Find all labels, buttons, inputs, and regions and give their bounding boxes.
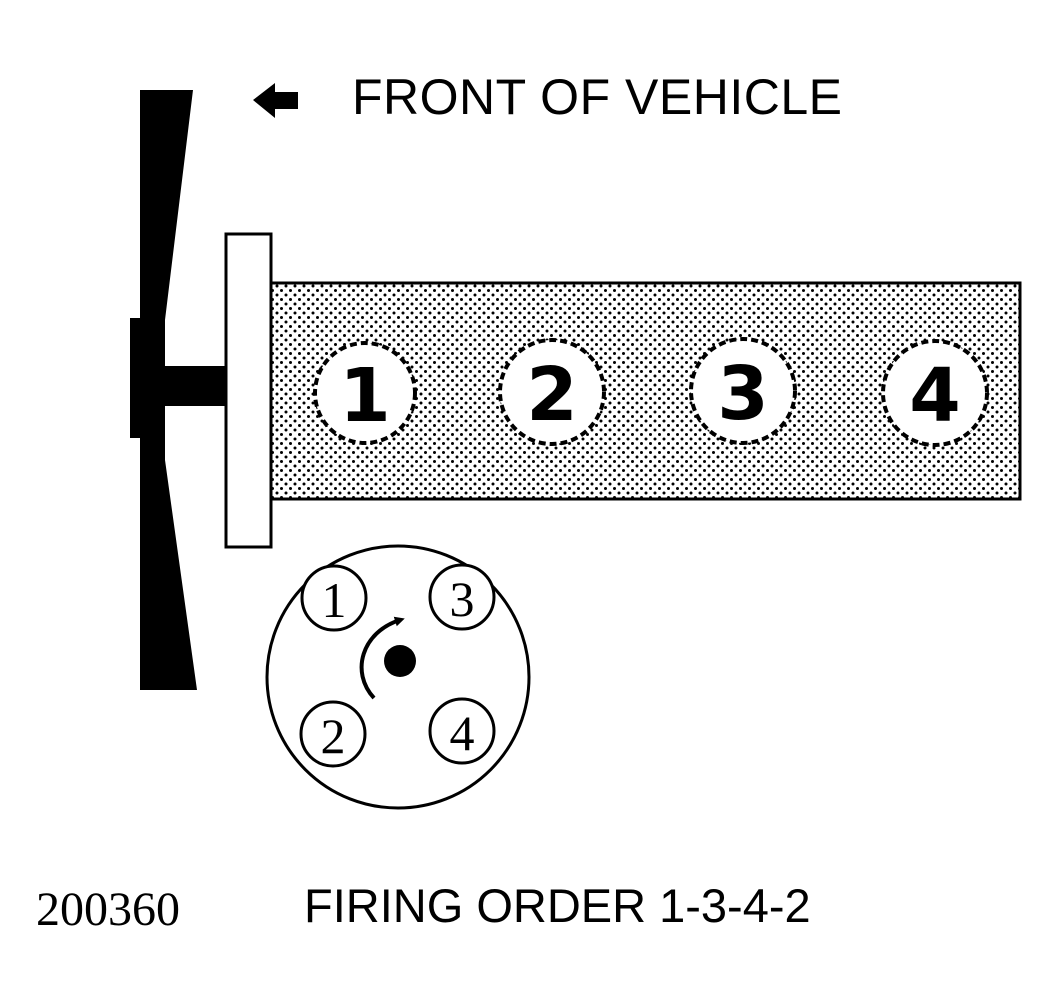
cylinder-4: 4	[881, 339, 989, 447]
fan-hub	[130, 318, 150, 438]
distributor-terminal-2: 2	[299, 700, 367, 768]
cylinder-1-number: 1	[339, 353, 391, 439]
distributor-cap: 1 3 2 4	[265, 544, 531, 810]
rotor-center	[384, 645, 416, 677]
rotation-arrow-icon	[359, 616, 405, 700]
figure-number: 200360	[36, 883, 180, 936]
distributor-terminal-1: 1	[300, 564, 368, 632]
terminal-2-number: 2	[321, 708, 346, 764]
cylinder-3-number: 3	[717, 351, 769, 437]
terminal-4-number: 4	[450, 705, 475, 761]
front-arrow-icon	[253, 83, 298, 118]
fan-blade	[140, 90, 197, 690]
cylinder-group: 1 2 3 4	[313, 337, 989, 447]
cylinder-1: 1	[313, 341, 417, 445]
cylinder-4-number: 4	[909, 353, 961, 439]
front-of-vehicle-label: FRONT OF VEHICLE	[352, 69, 843, 125]
terminal-1-number: 1	[322, 572, 347, 628]
cylinder-2: 2	[498, 338, 606, 446]
cylinder-2-number: 2	[526, 352, 578, 438]
distributor-terminal-3: 3	[428, 563, 496, 631]
distributor-terminal-4: 4	[428, 697, 496, 765]
fan-shaft	[148, 366, 230, 406]
firing-order-label: FIRING ORDER 1-3-4-2	[304, 879, 811, 932]
crank-pulley	[224, 232, 273, 549]
terminal-3-number: 3	[450, 571, 475, 627]
cylinder-3: 3	[689, 337, 797, 445]
